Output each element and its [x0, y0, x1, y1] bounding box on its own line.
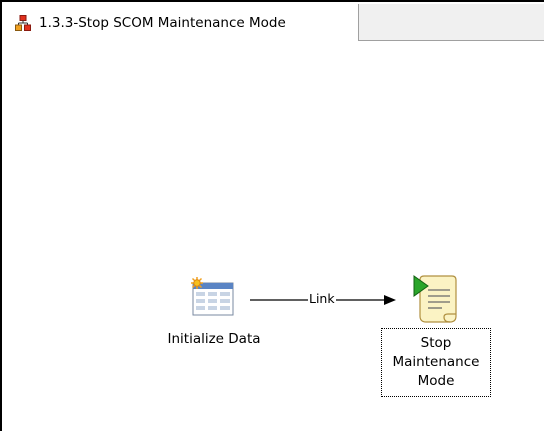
stop-maintenance-mode-activity[interactable]: [412, 274, 458, 324]
table-sun-icon: [191, 277, 234, 316]
script-scroll-play-icon: [413, 275, 457, 323]
stop-maintenance-mode-label[interactable]: Stop Maintenance Mode: [381, 328, 491, 397]
stop-label-line-2: Maintenance: [392, 354, 480, 370]
stop-label-line-3: Mode: [417, 373, 455, 389]
initialize-data-activity[interactable]: [189, 277, 237, 321]
initialize-data-label: Initialize Data: [167, 331, 261, 347]
runbook-canvas[interactable]: Initialize Data Link Stop Main: [4, 41, 544, 433]
tab-title: 1.3.3-Stop SCOM Maintenance Mode: [39, 15, 286, 31]
link-label: Link: [308, 291, 336, 306]
tab-runbook[interactable]: 1.3.3-Stop SCOM Maintenance Mode: [4, 4, 359, 42]
stop-label-line-1: Stop: [420, 335, 452, 351]
runbook-icon: [15, 15, 31, 31]
tab-strip: 1.3.3-Stop SCOM Maintenance Mode: [4, 4, 544, 42]
